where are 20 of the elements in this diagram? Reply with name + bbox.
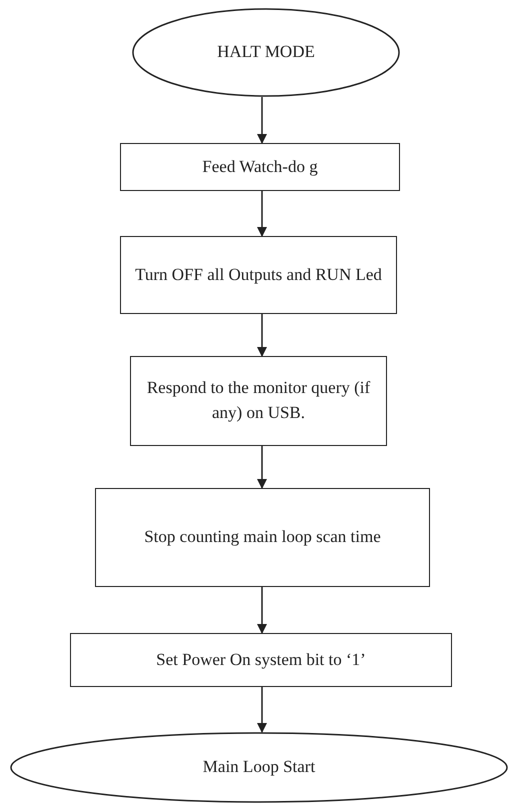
arrow — [257, 687, 267, 733]
arrow — [257, 97, 267, 144]
step-text: Feed Watch-do g — [201, 156, 319, 178]
arrow — [257, 587, 267, 634]
terminal-ellipse — [132, 8, 400, 97]
step-text: Main Loop Start — [202, 756, 316, 778]
arrow — [257, 191, 267, 237]
step-text: Set Power On system bit to ‘1’ — [155, 648, 367, 671]
arrow — [257, 314, 267, 357]
process-box — [120, 236, 397, 314]
process-box — [95, 488, 430, 587]
step-text: Respond to the monitor query (if any) on USB. — [146, 377, 372, 424]
step-text: Turn OFF all Outputs and RUN Led — [134, 264, 383, 286]
arrow — [257, 446, 267, 489]
step-text: HALT MODE — [216, 41, 316, 64]
process-box — [130, 356, 387, 446]
process-box — [70, 633, 452, 687]
terminal-ellipse — [10, 732, 508, 803]
process-box — [120, 143, 400, 191]
step-text: Stop counting main loop scan time — [143, 526, 382, 548]
